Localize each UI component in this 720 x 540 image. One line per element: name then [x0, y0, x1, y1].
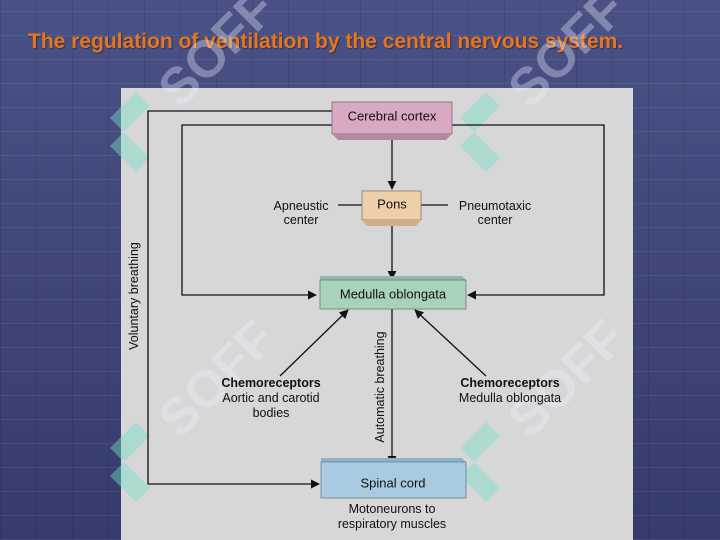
label-voluntary-breathing: Voluntary breathing — [127, 242, 141, 350]
watermark-logo — [110, 422, 150, 502]
node-cerebral-cortex-box — [331, 101, 453, 135]
watermark-text: SOFF — [497, 0, 636, 118]
pneumotaxic-line1: Pneumotaxic — [459, 199, 531, 213]
node-pons-box — [361, 190, 422, 221]
arrow-cortex-left-loop — [181, 124, 332, 300]
node-medulla-label: Medulla oblongata — [340, 286, 447, 301]
label-pneumotaxic-center: Pneumotaxic center — [459, 199, 531, 227]
node-pons-label: Pons — [377, 196, 407, 211]
chemo-left-line2: Aortic and carotid — [222, 391, 319, 405]
connectors — [147, 110, 605, 489]
watermark-logo — [110, 92, 150, 172]
motoneurons-line1: Motoneurons to — [349, 502, 436, 516]
chemo-right-title: Chemoreceptors — [460, 376, 559, 390]
node-medulla-oblongata: Medulla oblongata — [319, 276, 467, 310]
node-spinal-top — [321, 458, 466, 462]
slide-title: The regulation of ventilation by the cen… — [28, 30, 624, 53]
chemo-left-line3: bodies — [253, 406, 290, 420]
watermark-logo — [460, 422, 500, 502]
chemo-right-line2: Medulla oblongata — [459, 391, 561, 405]
arrow-voluntary-breathing — [147, 110, 332, 489]
pneumotaxic-line2: center — [478, 213, 513, 227]
apneustic-line2: center — [284, 213, 319, 227]
node-cerebral-cortex-label: Cerebral cortex — [348, 108, 437, 123]
watermark-logo — [460, 92, 500, 172]
label-chemoreceptors-right: Chemoreceptors Medulla oblongata — [459, 376, 561, 405]
apneustic-line1: Apneustic — [274, 199, 329, 213]
motoneurons-line2: respiratory muscles — [338, 517, 446, 531]
chemo-left-title: Chemoreceptors — [221, 376, 320, 390]
node-spinal-label: Spinal cord — [360, 475, 425, 490]
node-cerebral-cortex-depth — [332, 134, 452, 140]
node-medulla-top — [320, 276, 466, 280]
arrow-cortex-right-loop — [452, 124, 605, 300]
node-spinal-cord: Spinal cord — [320, 458, 467, 499]
watermark-text: SOFF — [147, 0, 286, 118]
arrow-chemo-left — [279, 309, 349, 377]
node-pons-depth — [362, 220, 421, 226]
label-apneustic-center: Apneustic center — [274, 199, 329, 227]
node-pons: Pons — [361, 190, 422, 226]
label-automatic-breathing: Automatic breathing — [373, 331, 387, 442]
node-spinal-box — [320, 461, 467, 499]
label-motoneurons: Motoneurons to respiratory muscles — [338, 502, 446, 531]
label-chemoreceptors-left: Chemoreceptors Aortic and carotid bodies — [221, 376, 320, 420]
node-cerebral-cortex: Cerebral cortex — [331, 101, 453, 140]
node-medulla-box — [319, 279, 467, 310]
arrow-chemo-right — [414, 309, 487, 377]
